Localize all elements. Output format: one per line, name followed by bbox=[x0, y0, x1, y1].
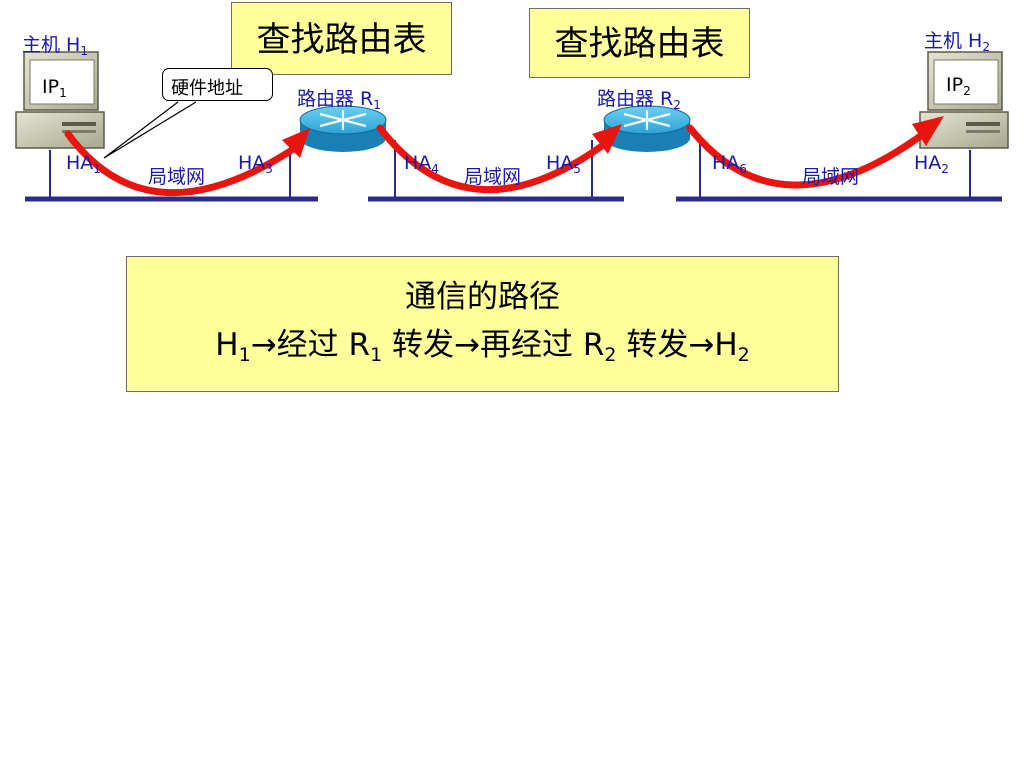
communication-path-box: 通信的路径 H1→经过 R1 转发→再经过 R2 转发→H2 bbox=[126, 256, 839, 392]
router-r1-icon bbox=[299, 105, 387, 152]
ha2-label: HA2 bbox=[914, 152, 949, 176]
arrowhead-r1 bbox=[282, 128, 310, 158]
routing-table-lookup-r2: 查找路由表 bbox=[529, 8, 750, 78]
path-title: 通信的路径 bbox=[405, 279, 560, 315]
host-h1-label: 主机 H1 bbox=[22, 34, 88, 58]
hardware-address-callout: 硬件地址 bbox=[162, 68, 273, 101]
routing-table-lookup-r1: 查找路由表 bbox=[231, 2, 452, 75]
host-h1-computer-icon bbox=[15, 51, 105, 149]
router-r2-label: 路由器 R2 bbox=[597, 88, 681, 112]
ha4-label: HA4 bbox=[404, 152, 439, 176]
lan-label-3: 局域网 bbox=[802, 166, 860, 188]
router-r2-icon bbox=[603, 105, 691, 152]
router-r1-label: 路由器 R1 bbox=[297, 88, 381, 112]
host-h1-ip: IP1 bbox=[42, 76, 67, 100]
callout-label: 硬件地址 bbox=[171, 78, 243, 99]
arrow-h1-to-r1 bbox=[64, 130, 302, 197]
arrowhead-r2 bbox=[592, 124, 622, 154]
arrow-r1-to-r2 bbox=[376, 124, 614, 193]
ha6-label: HA6 bbox=[712, 152, 747, 176]
ha5-label: HA5 bbox=[546, 152, 581, 176]
lan-line-3 bbox=[676, 140, 1002, 202]
arrow-heads bbox=[282, 116, 944, 158]
forwarding-arrows bbox=[64, 124, 930, 197]
lan-label-2: 局域网 bbox=[464, 166, 522, 188]
ha3-label: HA3 bbox=[238, 152, 273, 176]
path-description: H1→经过 R1 转发→再经过 R2 转发→H2 bbox=[215, 327, 750, 367]
arrowhead-h2 bbox=[912, 116, 944, 146]
host-h2-label: 主机 H2 bbox=[924, 30, 990, 54]
host-h2-ip: IP2 bbox=[946, 74, 971, 98]
lan-label-1: 局域网 bbox=[148, 166, 206, 188]
callout-pointer bbox=[103, 101, 197, 159]
ha1-label: HA1 bbox=[66, 152, 101, 176]
network-diagram bbox=[15, 51, 1009, 202]
arrow-r2-to-h2 bbox=[686, 124, 930, 189]
